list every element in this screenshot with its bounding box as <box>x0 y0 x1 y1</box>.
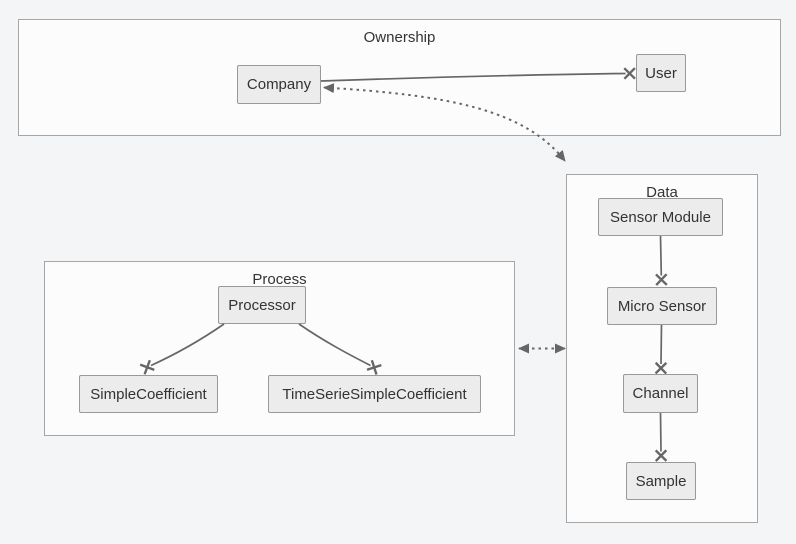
node-simple-coefficient: SimpleCoefficient <box>79 375 218 413</box>
node-company: Company <box>237 65 321 104</box>
group-data-title: Data <box>646 184 678 201</box>
node-time-serie-simple-coefficient: TimeSerieSimpleCoefficient <box>268 375 481 413</box>
node-micro-sensor: Micro Sensor <box>607 287 717 325</box>
group-ownership-title: Ownership <box>363 29 436 46</box>
node-sample: Sample <box>626 462 696 500</box>
node-user: User <box>636 54 686 92</box>
node-channel: Channel <box>623 374 698 413</box>
node-processor: Processor <box>218 286 306 324</box>
node-sensor-module: Sensor Module <box>598 198 723 236</box>
group-process-title: Process <box>252 271 307 288</box>
